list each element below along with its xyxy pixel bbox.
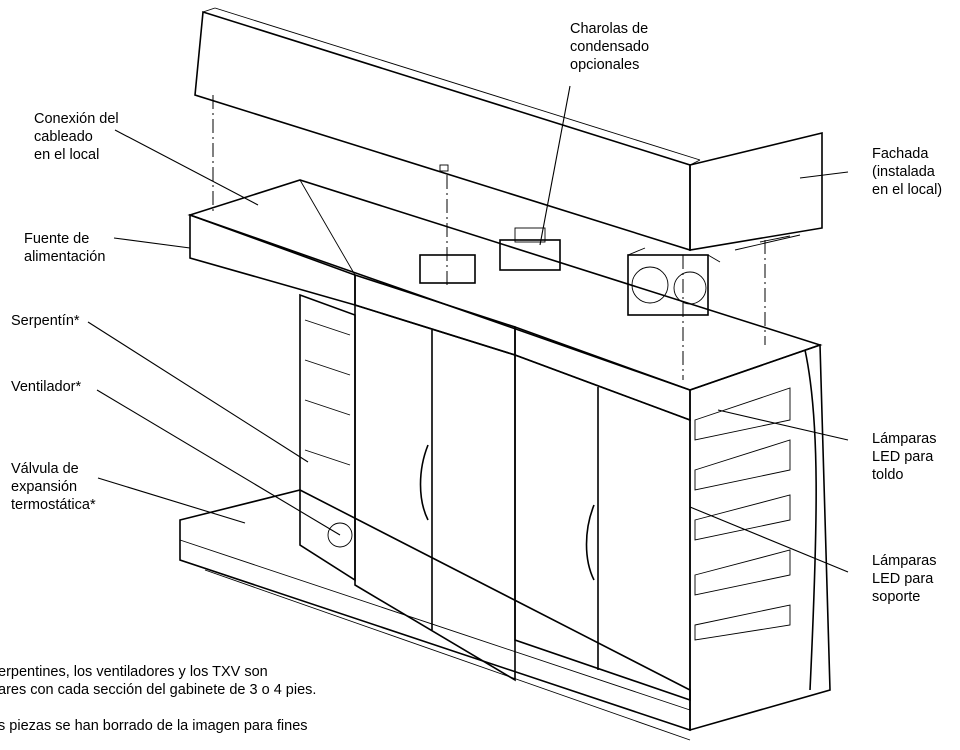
label-serpentin: Serpentín* xyxy=(11,312,80,330)
label-line: LED para xyxy=(872,571,934,587)
label-line: Lámparas xyxy=(872,553,937,569)
label-line: cableado xyxy=(34,129,93,145)
label-line: Charolas de xyxy=(570,21,649,37)
label-line: Conexión del xyxy=(34,111,119,127)
label-line: opcionales xyxy=(570,57,640,73)
label-line: Lámparas xyxy=(872,431,937,447)
label-line: soporte xyxy=(872,589,921,605)
label-lamparas-soporte: Lámparas LED para soporte xyxy=(872,552,936,606)
footnote-line: ares con cada sección del gabinete de 3 … xyxy=(0,682,317,698)
label-line: condensado xyxy=(570,39,650,55)
label-line: Ventilador* xyxy=(11,379,82,395)
footnote: erpentines, los ventiladores y los TXV s… xyxy=(0,663,316,735)
label-line: en el local xyxy=(34,147,100,163)
label-line: (instalada xyxy=(872,164,935,180)
label-line: Fuente de xyxy=(24,231,90,247)
condensing-unit xyxy=(627,247,721,316)
leader-lines xyxy=(87,85,849,573)
right-end-shelving xyxy=(689,343,831,732)
footnote-line: s piezas se han borrado de la imagen par… xyxy=(0,718,308,734)
left-end-panel xyxy=(299,293,356,582)
label-ventilador: Ventilador* xyxy=(11,378,81,396)
left-front-fascia xyxy=(189,213,691,422)
label-line: Fachada xyxy=(872,146,929,162)
label-fuente-alimentacion: Fuente de alimentación xyxy=(24,230,105,266)
label-line: alimentación xyxy=(24,249,106,265)
label-line: toldo xyxy=(872,467,904,483)
label-lamparas-toldo: Lámparas LED para toldo xyxy=(872,430,936,484)
footnote-line: erpentines, los ventiladores y los TXV s… xyxy=(0,664,268,680)
label-line: LED para xyxy=(872,449,934,465)
label-line: en el local) xyxy=(872,182,943,198)
fachada-panel xyxy=(689,131,823,251)
label-fachada: Fachada (instalada en el local) xyxy=(872,145,942,199)
label-line: Válvula de xyxy=(11,461,79,477)
alignment-lines xyxy=(212,95,766,380)
label-line: Serpentín* xyxy=(11,313,80,329)
door-section-2 xyxy=(514,353,691,702)
label-valvula-expansion: Válvula de expansión termostática* xyxy=(11,460,96,514)
label-line: termostática* xyxy=(11,497,96,513)
label-line: expansión xyxy=(11,479,78,495)
door-section-1 xyxy=(354,303,516,682)
label-conexion-cableado: Conexión del cableado en el local xyxy=(34,110,119,164)
label-charolas-condensado: Charolas de condensado opcionales xyxy=(570,20,649,74)
condensate-trays xyxy=(419,227,561,284)
